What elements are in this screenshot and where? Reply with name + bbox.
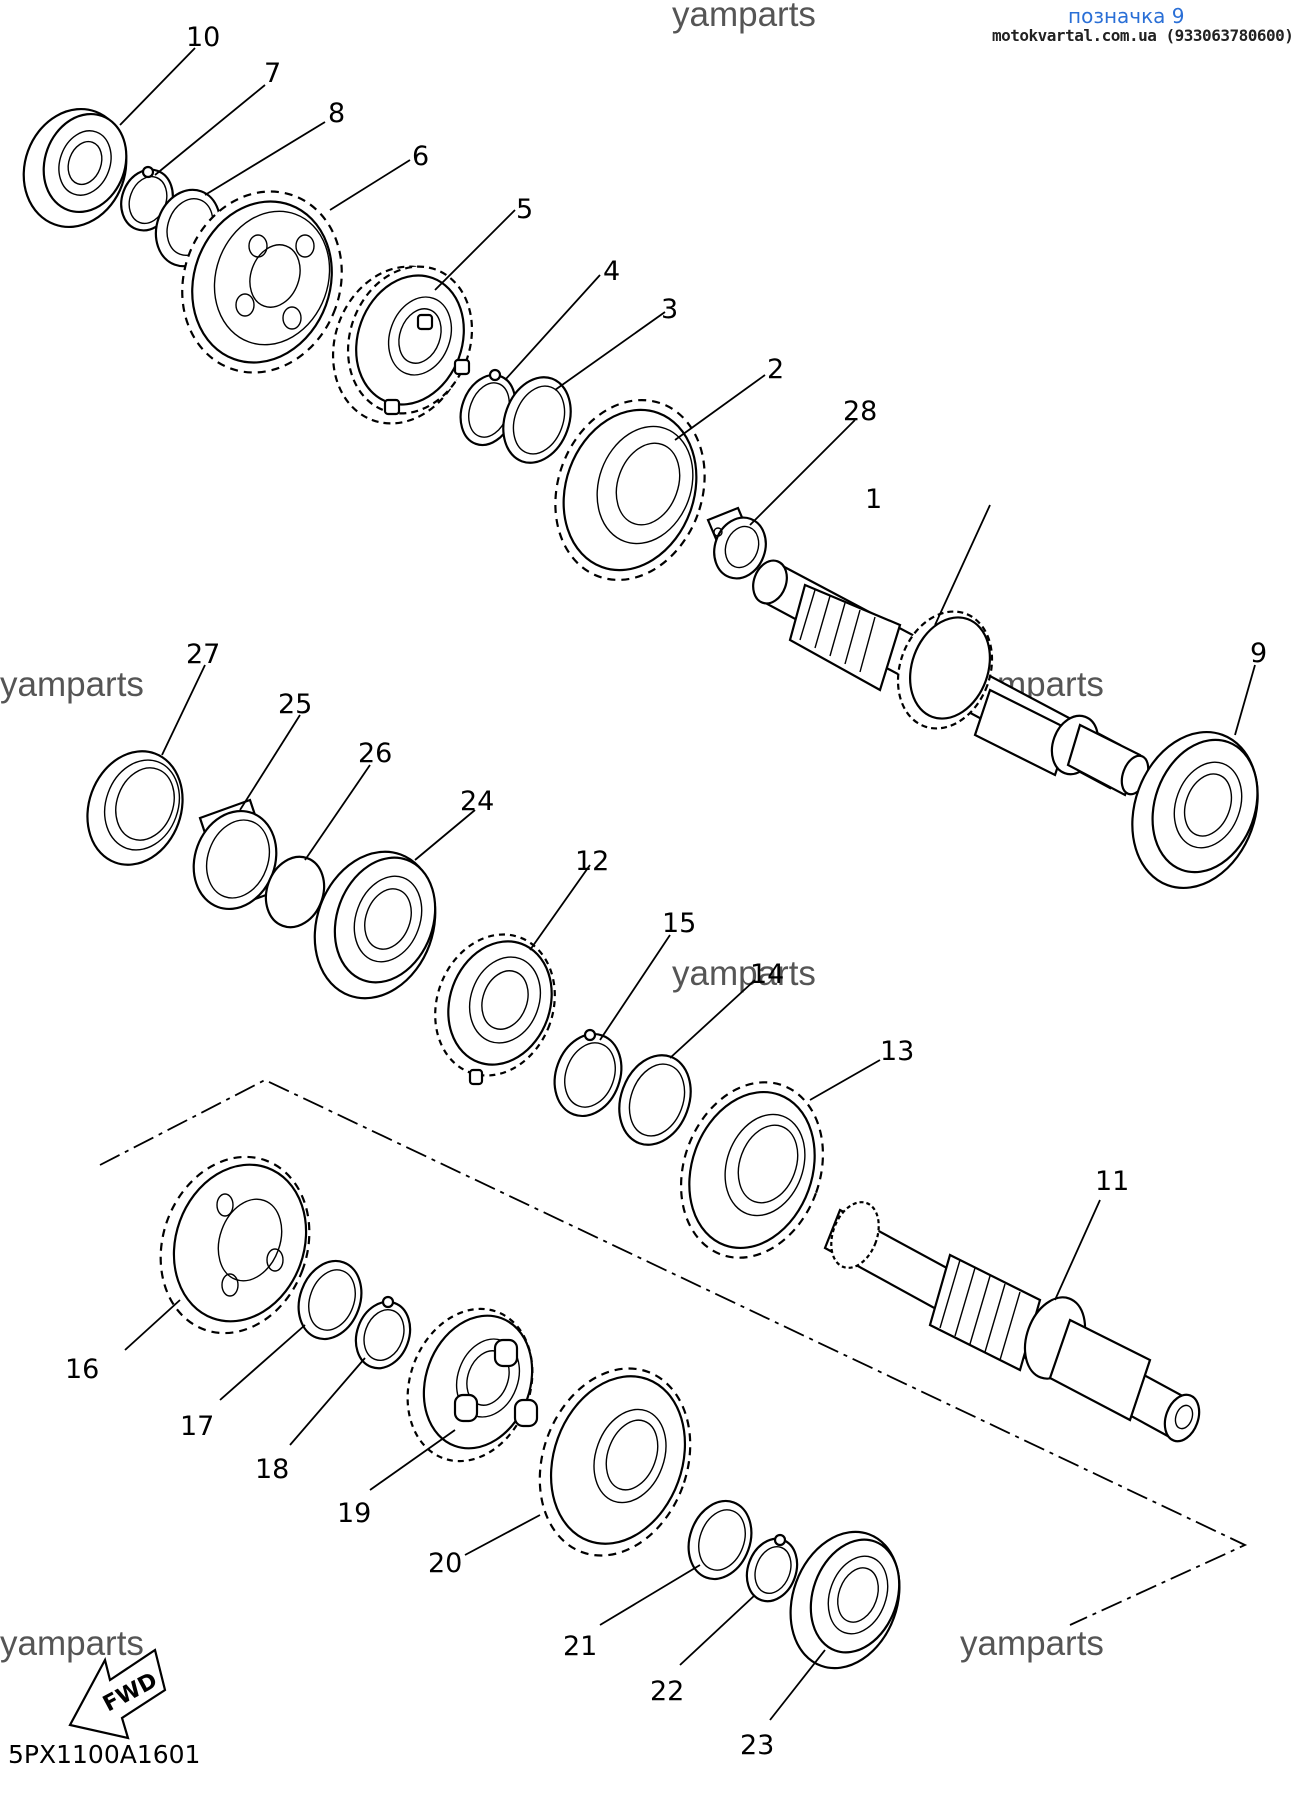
shop-contact: motokvartal.com.ua (933063780600)	[992, 26, 1294, 45]
part-18-circlip	[354, 1295, 412, 1370]
tag-label: позначка 9	[1068, 4, 1185, 28]
part-11-drive-axle	[823, 1201, 1201, 1443]
callout-24: 24	[460, 786, 494, 817]
fwd-arrow-icon: FWD	[68, 1648, 167, 1740]
watermark-center: yamparts	[672, 954, 816, 993]
watermark-bottom-right: yamparts	[960, 1624, 1104, 1663]
callout-26: 26	[358, 738, 392, 769]
callout-25: 25	[278, 689, 312, 720]
callout-10: 10	[186, 22, 220, 53]
callout-6: 6	[412, 141, 429, 172]
part-21-washer	[687, 1499, 753, 1581]
callout-numbers: 1 2 3 4 5 6 7 8 9 10 11 12 13 14 15 16 1…	[65, 22, 1267, 1761]
part-22-circlip	[745, 1533, 799, 1603]
callout-1: 1	[865, 484, 882, 515]
part-19-gear	[406, 1307, 539, 1463]
callout-22: 22	[650, 1676, 684, 1707]
callout-8: 8	[328, 98, 345, 129]
part-17-washer	[297, 1259, 363, 1341]
callout-2: 2	[767, 354, 784, 385]
part-27-oil-seal	[86, 750, 184, 866]
callout-3: 3	[661, 294, 678, 325]
watermark-left-mid: yamparts	[0, 665, 144, 704]
part-24-bearing	[313, 850, 437, 1000]
part-15-circlip	[553, 1028, 623, 1118]
part-9-bearing	[1131, 730, 1259, 890]
callout-28: 28	[843, 396, 877, 427]
callout-14: 14	[750, 959, 784, 990]
callout-9: 9	[1250, 638, 1267, 669]
callout-27: 27	[186, 639, 220, 670]
callout-7: 7	[264, 58, 281, 89]
part-6-gear	[181, 190, 343, 374]
part-23-bearing	[789, 1530, 901, 1670]
callout-19: 19	[337, 1498, 371, 1529]
callout-12: 12	[575, 846, 609, 877]
callout-21: 21	[563, 1631, 597, 1662]
part-4-circlip	[459, 368, 517, 447]
callout-4: 4	[603, 256, 620, 287]
callout-23: 23	[740, 1730, 774, 1761]
part-12-gear	[434, 933, 556, 1086]
callout-17: 17	[180, 1411, 214, 1442]
part-10-bearing	[22, 107, 128, 229]
catalog-code: 5PX1100A1601	[8, 1740, 201, 1769]
part-28-collar	[706, 506, 767, 580]
watermark-top: yamparts	[672, 0, 816, 34]
assembly-bracket	[99, 1078, 1248, 1626]
part-3-washer	[502, 376, 572, 464]
callout-18: 18	[255, 1454, 289, 1485]
part-5-gear	[331, 265, 474, 425]
callout-5: 5	[516, 194, 533, 225]
callout-13: 13	[880, 1036, 914, 1067]
part-2-gear	[554, 399, 706, 581]
callout-16: 16	[65, 1354, 99, 1385]
leader-lines	[119, 47, 1256, 1721]
part-25-collar	[192, 798, 282, 911]
part-20-gear	[538, 1367, 692, 1557]
callout-15: 15	[662, 908, 696, 939]
callout-20: 20	[428, 1548, 462, 1579]
part-16-gear	[159, 1155, 311, 1335]
part-1-main-axle	[752, 559, 1150, 797]
part-13-gear	[679, 1081, 825, 1259]
callout-11: 11	[1095, 1166, 1129, 1197]
watermark-bottom-left: yamparts	[0, 1624, 144, 1663]
